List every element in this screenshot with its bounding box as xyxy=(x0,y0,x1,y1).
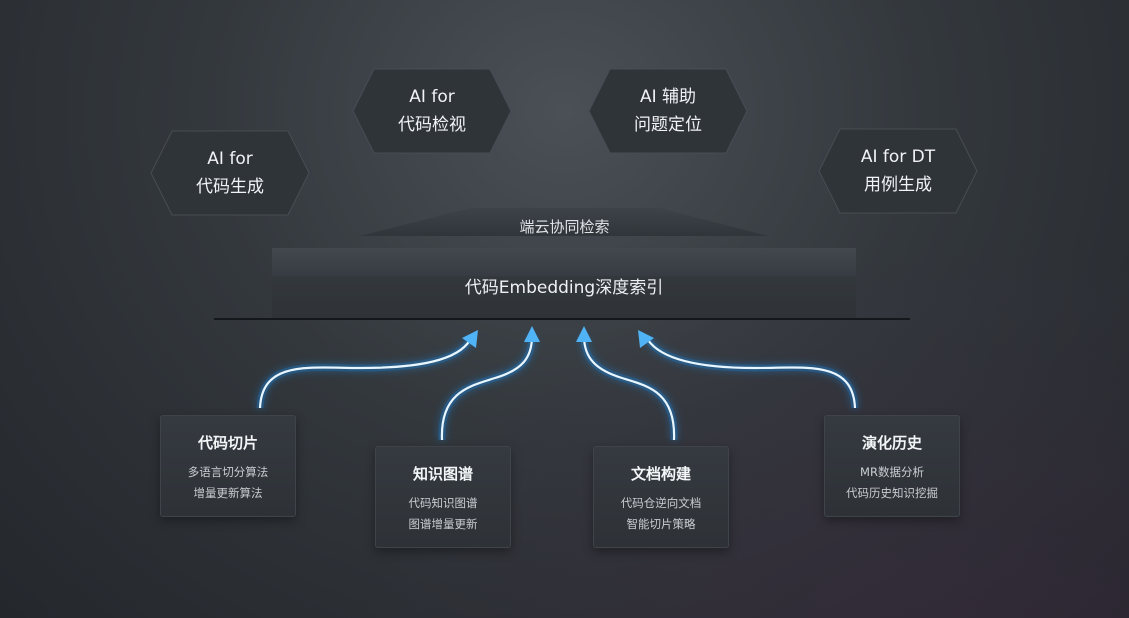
card-line: 图谱增量更新 xyxy=(408,517,478,531)
hex-line-2: 问题定位 xyxy=(634,115,702,135)
arrow-heads xyxy=(462,326,654,348)
hex-line-1: AI 辅助 xyxy=(639,87,697,107)
card-line: 多语言切分算法 xyxy=(187,465,269,479)
card-line: 智能切片策略 xyxy=(626,517,696,531)
index-bar-band xyxy=(272,248,856,276)
hex-line-2: 用例生成 xyxy=(864,175,932,195)
hex-ai-code-generation[interactable]: AI for 代码生成 xyxy=(150,130,310,216)
hex-line-1: AI for xyxy=(207,149,253,169)
cloud-retrieval-label: 端云协同检索 xyxy=(519,218,610,236)
hex-line-2: 代码检视 xyxy=(398,115,466,135)
card-line: 代码历史知识挖掘 xyxy=(846,486,938,500)
hex-line-2: 代码生成 xyxy=(196,177,264,197)
card-title: 文档构建 xyxy=(630,465,691,483)
card-title: 演化历史 xyxy=(861,434,922,452)
hex-ai-problem-location[interactable]: AI 辅助 问题定位 xyxy=(588,68,748,154)
card-title: 代码切片 xyxy=(197,434,258,452)
hex-ai-test-case-generation[interactable]: AI for DT 用例生成 xyxy=(818,128,978,214)
card-knowledge-graph[interactable]: 知识图谱 代码知识图谱 图谱增量更新 xyxy=(375,446,511,548)
card-line: 代码仓逆向文档 xyxy=(620,496,702,510)
embedding-index-bar[interactable]: 代码Embedding深度索引 xyxy=(272,248,856,318)
hexagon-shape xyxy=(150,130,310,216)
card-line: 增量更新算法 xyxy=(193,486,263,500)
hex-ai-code-review[interactable]: AI for 代码检视 xyxy=(352,68,512,154)
embedding-index-label: 代码Embedding深度索引 xyxy=(464,277,664,298)
index-divider xyxy=(214,318,910,320)
card-line: MR数据分析 xyxy=(860,465,924,479)
hexagon-shape xyxy=(352,68,512,154)
hex-line-1: AI for DT xyxy=(860,147,936,167)
card-title: 知识图谱 xyxy=(412,465,473,483)
card-evolution-history[interactable]: 演化历史 MR数据分析 代码历史知识挖掘 xyxy=(824,415,960,517)
card-code-slicing[interactable]: 代码切片 多语言切分算法 增量更新算法 xyxy=(160,415,296,517)
hexagon-shape xyxy=(818,128,978,214)
hexagon-shape xyxy=(588,68,748,154)
hex-line-1: AI for xyxy=(409,87,455,107)
arrow-lines xyxy=(258,335,857,441)
card-line: 代码知识图谱 xyxy=(408,496,478,510)
card-document-building[interactable]: 文档构建 代码仓逆向文档 智能切片策略 xyxy=(593,446,729,548)
